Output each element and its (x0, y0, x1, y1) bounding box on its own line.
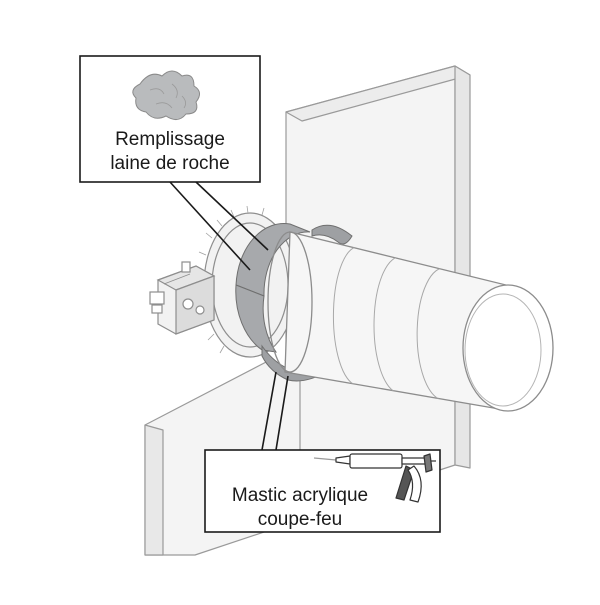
leader-rock-wool-1 (169, 181, 251, 271)
rock-wool-label-line1: Remplissage (115, 129, 225, 150)
mastic-callout-label: Mastic acrylique coupe-feu (205, 484, 395, 532)
rock-wool-label-line2: laine de roche (110, 153, 230, 174)
duct-start-ring (267, 231, 313, 373)
duct-opening-inner (464, 293, 542, 407)
rock-wool-tuft-icon (132, 70, 200, 120)
rock-wool-band (235, 222, 311, 297)
duct-seam-2 (373, 256, 403, 394)
wall-lower-edge (144, 424, 164, 556)
mastic-label-line2: coupe-feu (257, 509, 343, 530)
duct-seam-3 (416, 267, 447, 401)
damper-actuator-box (149, 261, 216, 335)
wall-side-edge (454, 65, 471, 469)
caulking-gun-icon (313, 453, 436, 503)
duct-seam-1 (332, 246, 361, 386)
duct-pipe (267, 231, 554, 412)
mastic-label-line1: Mastic acrylique (231, 485, 369, 506)
duct-opening (462, 284, 554, 412)
mastic-bead (261, 224, 353, 382)
mastic-bead-top (311, 224, 353, 245)
rock-wool-callout-label: Remplissage laine de roche (80, 128, 260, 176)
leader-rock-wool-2 (195, 181, 269, 251)
